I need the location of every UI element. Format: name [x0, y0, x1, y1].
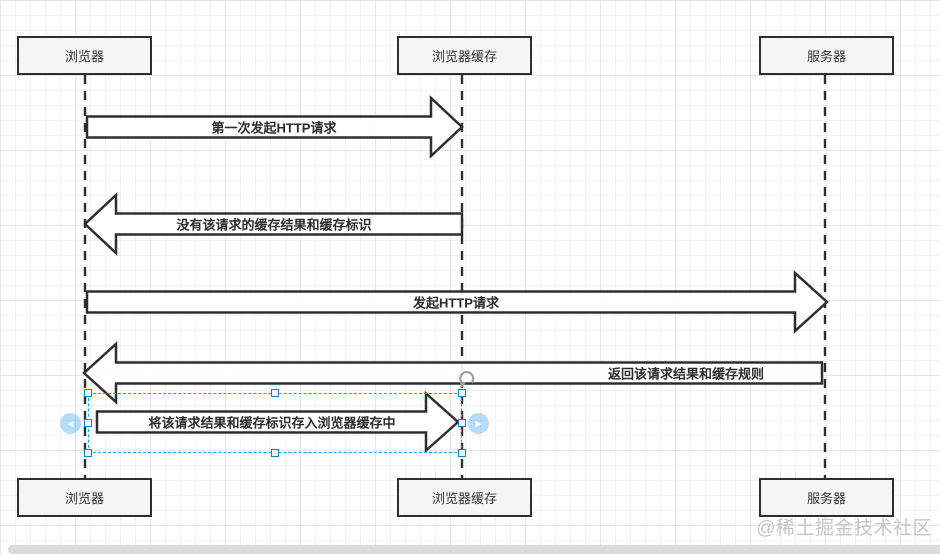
selection-handle-n[interactable]	[271, 389, 279, 397]
selection-handle-nw[interactable]	[84, 389, 92, 397]
selection-handle-sw[interactable]	[84, 449, 92, 457]
message-arrow-1[interactable]	[85, 95, 464, 159]
message-arrow-3[interactable]	[85, 270, 829, 334]
message-label-2: 没有该请求的缓存结果和缓存标识	[176, 218, 371, 233]
message-label-4: 返回该请求结果和缓存规则	[608, 367, 764, 382]
actor-box-browser-cache-top[interactable]: 浏览器缓存	[397, 36, 532, 75]
selection-handle-w[interactable]	[84, 419, 92, 427]
message-label-5: 将该请求结果和缓存标识存入浏览器缓存中	[148, 416, 395, 431]
actor-label: 浏览器	[64, 49, 104, 64]
actor-box-browser-cache-bottom[interactable]: 浏览器缓存	[397, 478, 532, 517]
actor-box-server-top[interactable]: 服务器	[759, 36, 894, 75]
actor-label: 服务器	[806, 49, 846, 64]
message-label-3: 发起HTTP请求	[412, 296, 500, 311]
actor-box-browser-bottom[interactable]: 浏览器	[17, 478, 152, 517]
actor-label: 浏览器缓存	[431, 49, 497, 64]
horizontal-scrollbar[interactable]	[8, 545, 940, 554]
actor-label: 浏览器缓存	[431, 491, 497, 506]
rotate-handle-icon[interactable]	[457, 369, 477, 394]
direction-arrow-right-icon[interactable]: ▸	[468, 413, 489, 434]
message-arrow-2[interactable]	[83, 192, 464, 256]
actor-label: 服务器	[806, 491, 846, 506]
message-arrow-5-selected[interactable]	[95, 390, 460, 454]
actor-box-browser-top[interactable]: 浏览器	[17, 36, 152, 75]
selection-handle-se[interactable]	[458, 449, 466, 457]
juejin-watermark: @稀土掘金技术社区	[756, 518, 932, 539]
actor-label: 浏览器	[64, 491, 104, 506]
message-label-1: 第一次发起HTTP请求	[212, 121, 338, 136]
actor-box-server-bottom[interactable]: 服务器	[759, 478, 894, 517]
selection-handle-e[interactable]	[458, 419, 466, 427]
direction-arrow-left-icon[interactable]: ◂	[60, 413, 81, 434]
message-arrow-4[interactable]	[82, 341, 824, 405]
selection-handle-s[interactable]	[271, 449, 279, 457]
